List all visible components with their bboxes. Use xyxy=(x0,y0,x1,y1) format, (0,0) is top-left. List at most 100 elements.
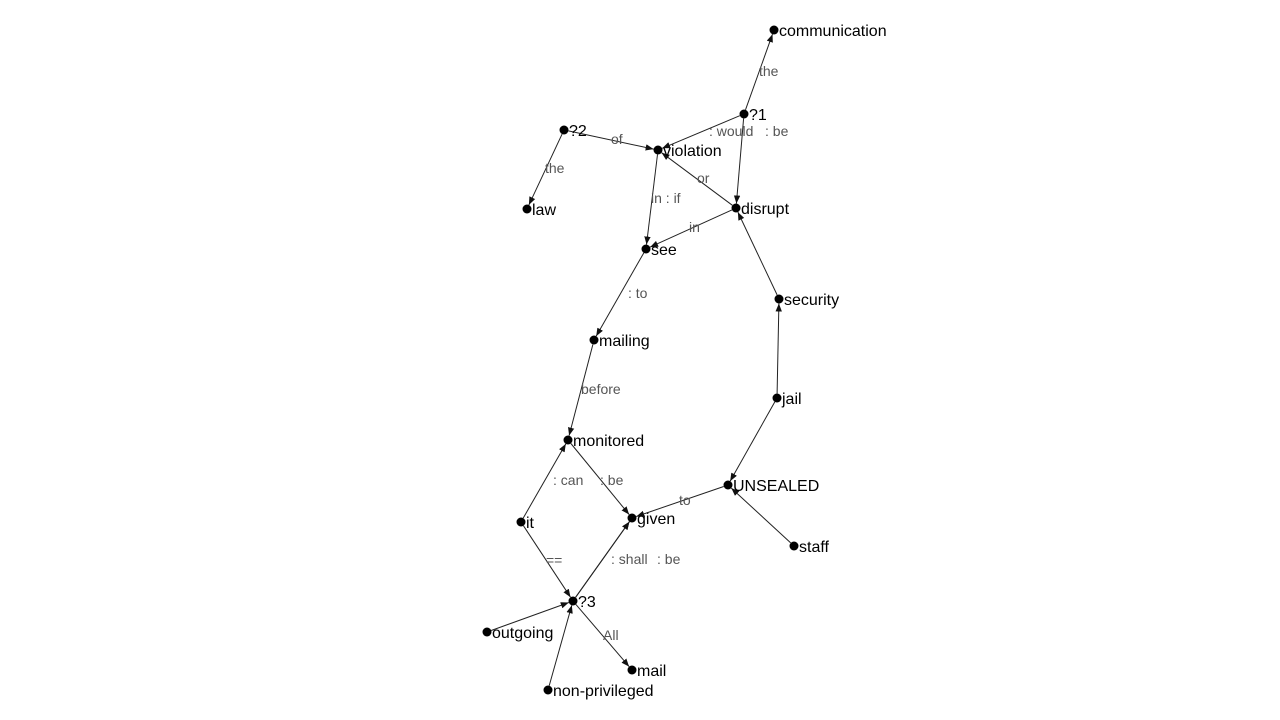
node-dot-nonprivileged xyxy=(543,685,553,695)
edge-q3-given xyxy=(575,521,630,598)
edge-label-q2-violation: of xyxy=(611,131,623,147)
edges-layer xyxy=(491,34,792,686)
node-label-disrupt: disrupt xyxy=(741,201,790,218)
edge-nonprivileged-q3 xyxy=(548,605,573,686)
edge-monitored-given xyxy=(570,443,630,515)
edge-it-q3 xyxy=(523,525,571,598)
edge-jail-security xyxy=(775,303,782,394)
edge-label-it-monitored: : can xyxy=(553,472,583,488)
node-communication: communication xyxy=(769,23,887,40)
edge-mailing-monitored xyxy=(568,344,594,436)
edge-labels-layer: the : would : be of the in : if or in : to before… xyxy=(545,63,789,643)
node-label-communication: communication xyxy=(779,23,887,40)
node-nonprivileged: non-privileged xyxy=(543,683,654,700)
node-mail: mail xyxy=(627,663,666,680)
edge-see-mailing xyxy=(595,252,645,337)
node-dot-monitored xyxy=(563,435,573,445)
edge-label-violation-see: in : if xyxy=(651,190,681,206)
edge-label-q1-violation: : would xyxy=(709,123,753,139)
node-dot-outgoing xyxy=(482,627,492,637)
edge-label-q1-communication: the xyxy=(759,63,779,79)
edge-outgoing-q3 xyxy=(491,602,569,631)
node-label-q2: ?2 xyxy=(569,123,587,140)
node-label-q3: ?3 xyxy=(578,594,596,611)
node-q2: ?2 xyxy=(559,123,587,140)
edge-disrupt-see xyxy=(649,209,733,248)
edge-q1-disrupt xyxy=(733,118,745,204)
node-dot-given xyxy=(627,513,637,523)
edge-label-q3-mail: All xyxy=(603,627,619,643)
edge-label-it-q3: == xyxy=(546,552,562,568)
edge-q2-law xyxy=(528,133,563,206)
node-label-q1: ?1 xyxy=(749,107,767,124)
node-label-mailing: mailing xyxy=(599,333,650,350)
node-label-given: given xyxy=(637,511,675,528)
edge-disrupt-violation xyxy=(661,152,733,206)
node-dot-violation xyxy=(653,145,663,155)
node-see: see xyxy=(641,242,677,259)
node-outgoing: outgoing xyxy=(482,625,553,642)
edge-label-monitored-given: : be xyxy=(600,472,624,488)
node-label-law: law xyxy=(532,202,556,219)
edge-unsealed-given xyxy=(636,486,724,517)
edge-q3-mail xyxy=(575,604,630,667)
node-label-staff: staff xyxy=(799,539,830,556)
node-dot-q1 xyxy=(739,109,749,119)
node-monitored: monitored xyxy=(563,433,644,450)
node-label-nonprivileged: non-privileged xyxy=(553,683,654,700)
edge-label-unsealed-given: to xyxy=(679,492,691,508)
node-dot-it xyxy=(516,517,526,527)
node-dot-jail xyxy=(772,393,782,403)
edge-label-q1-disrupt: : be xyxy=(765,123,789,139)
node-dot-security xyxy=(774,294,784,304)
nodes-layer: communication ?1 ?2 violation law disrupt see s… xyxy=(482,23,887,700)
node-dot-law xyxy=(522,204,532,214)
edge-staff-unsealed xyxy=(730,487,792,544)
node-q3: ?3 xyxy=(568,594,596,611)
node-label-it: it xyxy=(526,515,535,532)
node-label-unsealed: UNSEALED xyxy=(733,478,819,495)
node-given: given xyxy=(627,511,675,528)
node-label-violation: violation xyxy=(663,143,722,160)
node-label-monitored: monitored xyxy=(573,433,644,450)
edge-label-q3-given: : be xyxy=(657,551,681,567)
edge-q1-violation xyxy=(662,115,740,149)
node-dot-communication xyxy=(769,25,779,35)
node-label-outgoing: outgoing xyxy=(492,625,553,642)
node-unsealed: UNSEALED xyxy=(723,478,819,495)
node-dot-staff xyxy=(789,541,799,551)
edge-jail-unsealed xyxy=(729,401,776,482)
node-mailing: mailing xyxy=(589,333,650,350)
node-law: law xyxy=(522,202,556,219)
node-label-mail: mail xyxy=(637,663,666,680)
node-dot-see xyxy=(641,244,651,254)
node-disrupt: disrupt xyxy=(731,201,790,218)
edge-q1-communication xyxy=(745,34,773,110)
node-label-see: see xyxy=(651,242,677,259)
node-dot-q2 xyxy=(559,125,569,135)
edge-security-disrupt xyxy=(737,211,778,296)
node-dot-mailing xyxy=(589,335,599,345)
edge-label-mailing-monitored: before xyxy=(581,381,621,397)
node-violation: violation xyxy=(653,143,722,160)
node-q1: ?1 xyxy=(739,107,767,124)
node-dot-q3 xyxy=(568,596,578,606)
edge-q2-violation xyxy=(568,130,654,151)
node-security: security xyxy=(774,292,839,309)
node-staff: staff xyxy=(789,539,830,556)
edge-label-disrupt-see: in xyxy=(689,219,700,235)
node-label-security: security xyxy=(784,292,839,309)
node-dot-disrupt xyxy=(731,203,741,213)
node-jail: jail xyxy=(772,391,802,408)
edge-label-see-mailing: : to xyxy=(628,285,648,301)
edge-violation-see xyxy=(644,154,658,245)
edge-label-q3-given: : shall xyxy=(611,551,648,567)
node-dot-mail xyxy=(627,665,637,675)
edge-label-q2-law: the xyxy=(545,160,565,176)
edge-label-disrupt-violation: or xyxy=(697,170,710,186)
node-dot-unsealed xyxy=(723,480,733,490)
node-it: it xyxy=(516,515,535,532)
edge-it-monitored xyxy=(522,443,567,519)
node-label-jail: jail xyxy=(781,391,802,408)
